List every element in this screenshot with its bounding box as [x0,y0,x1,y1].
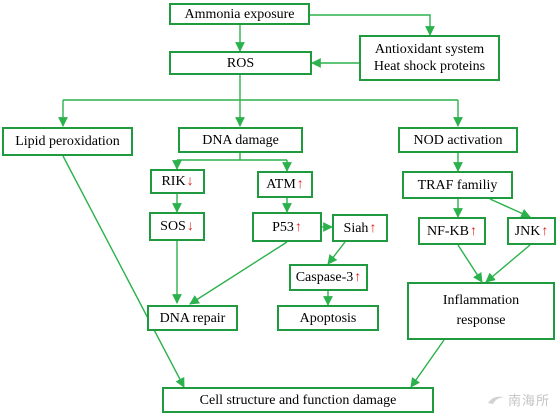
up-arrow-icon: ↑ [294,219,302,235]
arrow-p53-dnarepair [189,241,288,305]
node-caspase-3: Caspase-3↑ [289,264,368,291]
node-antioxidant-heat-shock: Antioxidant system Heat shock proteins [359,35,500,81]
node-nod-label: NOD activation [413,132,503,148]
arrow-siah-caspase [327,241,346,265]
node-siah-label: Siah [343,220,369,236]
node-jnk-label: JNK [514,223,541,239]
node-nf-kb: NF-KB↑ [418,217,486,245]
node-traf-label: TRAF familiy [417,177,498,193]
node-ammonia-exposure-label: Ammonia exposure [184,6,295,22]
node-inflammation-response: Inflammation response [407,282,555,340]
node-ammonia-exposure: Ammonia exposure [169,3,310,25]
node-p53: P53↑ [252,212,322,242]
node-atm: ATM↑ [257,171,313,198]
arrow-jnk-inflammation [485,244,531,283]
node-dna-repair: DNA repair [147,305,238,331]
node-lipid-peroxidation: Lipid peroxidation [2,127,133,156]
arrow-nfkb-inflammation [457,244,483,283]
node-antioxidant-line2: Heat shock proteins [373,59,486,74]
watermark: 南海所 [487,390,550,409]
node-nfkb-label: NF-KB [426,223,469,239]
up-arrow-icon: ↑ [541,223,549,239]
down-arrow-icon: ↓ [186,174,194,189]
node-sos-label: SOS [160,219,186,234]
up-arrow-icon: ↑ [369,220,377,236]
arrow-lipid-celldamage [62,155,185,388]
arrow-ammonia-antioxidant [310,14,435,36]
watermark-text: 南海所 [507,394,550,409]
node-inflammation-line1: Inflammation [442,293,520,308]
node-dna-repair-label: DNA repair [159,310,226,326]
node-dna-damage-label: DNA damage [202,132,279,148]
node-p53-label: P53 [272,219,294,235]
node-traf-family: TRAF familiy [402,171,513,199]
node-cell-structure-damage: Cell structure and function damage [162,387,434,413]
node-nod-activation: NOD activation [398,127,518,153]
node-atm-label: ATM [266,177,296,192]
up-arrow-icon: ↑ [296,177,304,192]
arrow-traf-jnk [489,198,531,218]
node-antioxidant-line1: Antioxidant system [374,42,485,57]
node-siah: Siah↑ [332,214,388,242]
node-apoptosis: Apoptosis [277,305,379,331]
down-arrow-icon: ↓ [186,219,194,234]
node-inflammation-line2: response [456,313,506,328]
up-arrow-icon: ↑ [470,223,477,239]
node-ros-label: ROS [226,55,255,71]
node-apoptosis-label: Apoptosis [299,310,357,326]
node-lipid-label: Lipid peroxidation [15,134,120,149]
node-dna-damage: DNA damage [178,127,303,153]
node-rik: RIK↓ [150,169,205,194]
arrow-inflammation-celldamage [410,339,445,388]
up-arrow-icon: ↑ [354,270,362,285]
node-ros: ROS [169,51,312,75]
node-rik-label: RIK [161,174,186,189]
node-sos: SOS↓ [149,212,205,241]
node-caspase-label: Caspase-3 [295,270,354,285]
node-jnk: JNK↑ [507,217,556,245]
watermark-logo-icon [487,396,504,404]
node-cell-damage-label: Cell structure and function damage [199,392,397,408]
